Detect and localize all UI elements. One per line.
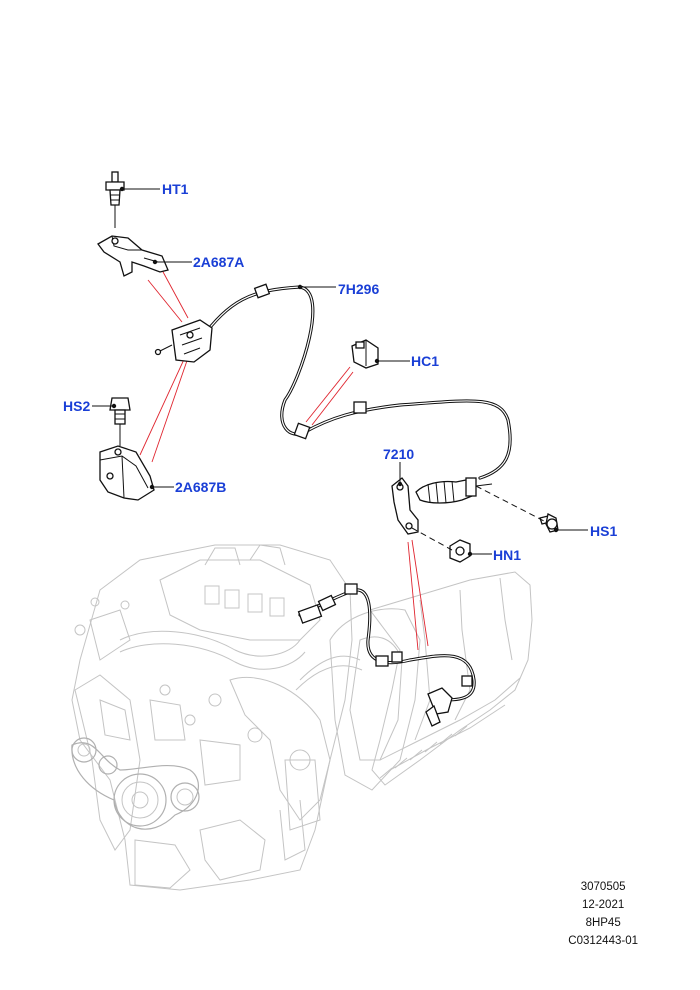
wiring-harness-drawing [297,583,476,727]
diagram-date: 12-2021 [582,899,625,911]
bracket-2a687b-drawing [99,445,155,501]
transmission-model: 8HP45 [585,917,621,929]
callout-hn1: HN1 [493,547,522,563]
engine-transmission-ghost [71,544,533,891]
callout-7210: 7210 [383,446,415,462]
callout-hc1: HC1 [411,353,440,369]
clip-hc1-drawing [351,339,379,369]
callout-2a687a: 2A687A [193,254,245,270]
callout-ht1: HT1 [162,181,189,197]
callout-2a687b: 2A687B [175,479,227,495]
cable-7h296-drawing [154,283,512,480]
nut-hn1-drawing [449,539,471,563]
lever-7210-drawing [391,477,493,535]
install-line-hn1 [411,527,453,551]
callout-7h296: 7H296 [338,281,380,297]
leader-lines [92,186,588,557]
diagram-info-block: 3070505 12-2021 8HP45 C0312443-01 [568,878,638,950]
install-line-hs1 [475,485,547,523]
illustration-code: C0312443-01 [568,935,638,947]
diagram-reference-number: 3070505 [580,881,626,893]
reference-lines [139,269,429,651]
bolt-hs1-drawing [539,513,559,533]
callout-hs1: HS1 [590,523,618,539]
stud-ht1-drawing [105,171,125,228]
callout-hs2: HS2 [63,398,91,414]
bolt-hs2-drawing [109,397,131,446]
bracket-2a687a-drawing [97,235,169,277]
